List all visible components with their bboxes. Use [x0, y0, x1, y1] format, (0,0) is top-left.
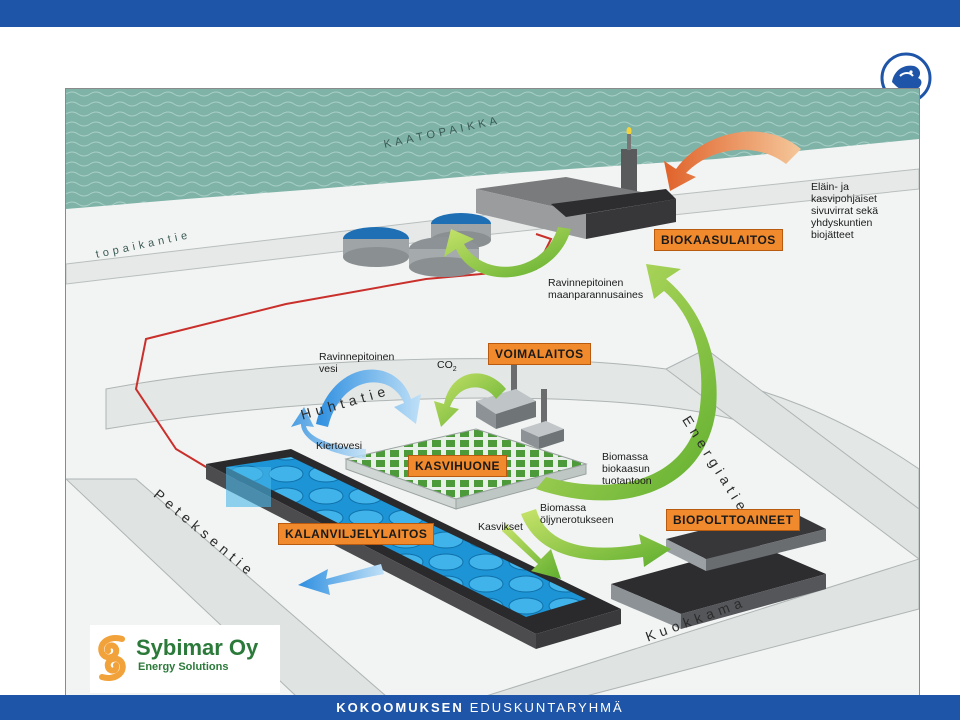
sybimar-swirl-icon: [98, 635, 126, 681]
diagram-illustration: [66, 89, 919, 696]
footer-title-strong: KOKOOMUKSEN: [336, 700, 464, 715]
annotation-co2: CO2: [437, 359, 457, 376]
annotation-kiertovesi: Kiertovesi: [316, 440, 363, 452]
label-kasvihuone: KASVIHUONE: [408, 455, 508, 477]
annotation-co2-main: CO: [437, 359, 453, 371]
label-biopolttoaineet: BIOPOLTTOAINEET: [666, 509, 801, 531]
annotation-oljy: Biomassa öljynerotukseen: [540, 502, 614, 526]
bottom-brand-bar: KOKOOMUKSEN EDUSKUNTARYHMÄ: [0, 695, 960, 720]
footer-title-light: EDUSKUNTARYHMÄ: [469, 700, 624, 715]
company-name: Sybimar Oy: [136, 635, 259, 660]
annotation-vesi: Ravinnepitoinen vesi: [319, 351, 395, 375]
company-logo-box: Sybimar Oy Energy Solutions: [90, 625, 280, 693]
label-kalanviljelylaitos: KALANVILJELYLAITOS: [278, 523, 435, 545]
annotation-maanparannus: Ravinnepitoinen maanparannusaines: [548, 277, 644, 301]
annotation-co2-subscript: 2: [452, 366, 457, 374]
annotation-sivuvirrat: Eläin- ja kasvipohjaiset sivuvirrat sekä…: [811, 181, 879, 241]
label-biokaasulaitos: BIOKAASULAITOS: [654, 229, 783, 251]
company-subtitle: Energy Solutions: [138, 661, 229, 673]
top-brand-bar: [0, 0, 960, 27]
process-diagram: KAATOPAIKKA topaikantie Huhtatie Energia…: [65, 88, 920, 697]
annotation-kasvikset: Kasvikset: [478, 521, 523, 533]
annotation-biokaasu: Biomassa biokaasun tuotantoon: [602, 451, 652, 487]
label-voimalaitos: VOIMALAITOS: [488, 343, 591, 365]
